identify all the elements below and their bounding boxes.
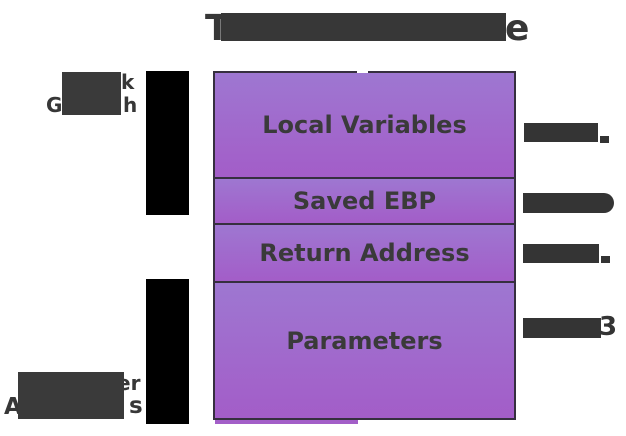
title-redaction-box (221, 13, 506, 41)
growth-label-fragment-line1: k (121, 70, 135, 94)
stack-frame-label: Parameters (286, 326, 443, 355)
addresses-label-redaction-box (18, 372, 124, 419)
growth-label-redaction-box (62, 72, 121, 115)
stack-frame-label: Saved EBP (292, 187, 437, 215)
stack-frame-return-address: Return Address (215, 225, 514, 283)
stack-frames-box: Local Variables Saved EBP Return Address… (213, 71, 516, 420)
top-border-notch (357, 70, 368, 73)
stack-frame-saved-ebp: Saved EBP (215, 179, 514, 225)
stack-growth-arrow-bar (146, 71, 189, 215)
side-label-3-redaction-box (523, 244, 599, 263)
stack-frame-label: Return Address (259, 239, 470, 267)
addresses-label-fragment-line2-end: s (129, 393, 143, 419)
stack-frame-label: Local Variables (262, 111, 467, 139)
side-label-1-glyph-remnant (600, 136, 609, 143)
addresses-arrow-bar (146, 279, 189, 424)
addresses-label-fragment-line2-start: A (4, 394, 22, 420)
title-fragment-end: e (505, 8, 530, 49)
growth-label-fragment-line2-end: h (123, 93, 138, 117)
side-label-2-redaction-box (523, 193, 614, 213)
side-label-1-redaction-box (524, 123, 598, 142)
side-label-3-glyph-remnant (601, 256, 610, 263)
side-label-4-glyph-remnant: 3 (599, 312, 618, 342)
stack-frame-parameters: Parameters (215, 283, 514, 418)
growth-label-fragment-line2-start: G (46, 93, 63, 117)
bottom-purple-strip (215, 420, 358, 424)
stack-frame-local-variables: Local Variables (215, 73, 514, 179)
side-label-4-redaction-box (523, 318, 601, 338)
